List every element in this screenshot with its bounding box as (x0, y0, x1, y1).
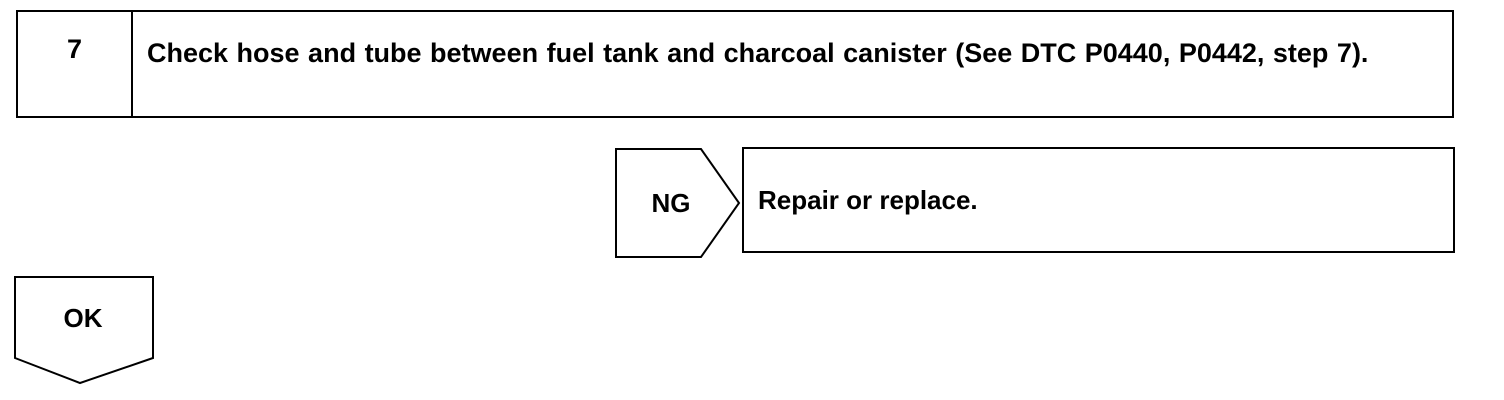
step-box: 7 Check hose and tube between fuel tank … (16, 10, 1454, 118)
ng-label: NG (651, 187, 691, 218)
ng-arrow-shape (615, 148, 741, 258)
step-instruction: Check hose and tube between fuel tank an… (147, 38, 1369, 68)
step-number-cell: 7 (18, 12, 133, 116)
step-number: 7 (66, 34, 83, 64)
ok-label: OK (63, 302, 103, 333)
ok-arrow-shape (14, 276, 154, 385)
ng-action-text: Repair or replace. (758, 184, 978, 215)
ng-action-box: Repair or replace. (742, 147, 1455, 253)
